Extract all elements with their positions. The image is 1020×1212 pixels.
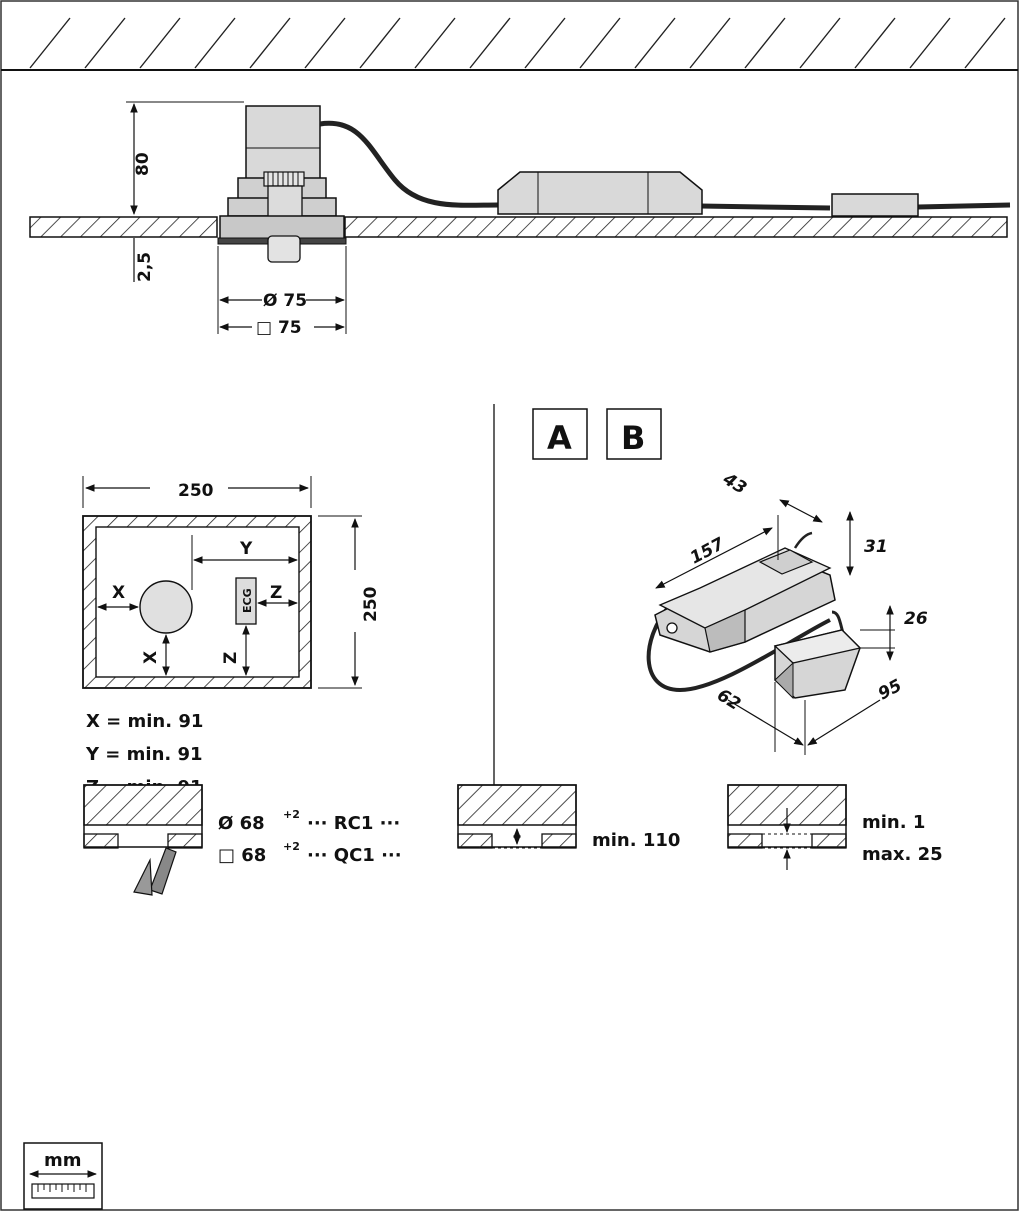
cutout-round-label: Ø 68 xyxy=(218,813,265,834)
diameter-75-label: Ø 75 xyxy=(263,291,307,311)
downlight-luminaire xyxy=(217,105,347,263)
min-depth-label: min. 110 xyxy=(592,830,680,851)
plan-width-label: 250 xyxy=(178,481,214,501)
supply-cable xyxy=(319,120,1011,211)
suspended-ceiling-panel xyxy=(29,216,1008,238)
installation-depth-diagram xyxy=(457,784,577,849)
dim-26-label: 26 xyxy=(904,609,928,629)
ecg-block xyxy=(235,577,257,625)
luminaire-position-circle xyxy=(139,580,193,634)
cutout-saw-diagram xyxy=(83,784,203,896)
min-thickness-label: min. 1 xyxy=(862,812,925,833)
cutout-round-tol: +2 xyxy=(283,808,300,821)
diameter-dimension xyxy=(217,246,347,334)
dim-x-horizontal-label: X xyxy=(112,583,125,603)
mm-ruler-icon xyxy=(23,1142,103,1210)
unit-mm-label: mm xyxy=(44,1150,82,1171)
variant-a-box xyxy=(532,408,588,460)
variant-b-label: B xyxy=(621,419,645,457)
dim-z-vertical-label: Z xyxy=(221,652,241,664)
code-rc1: ··· RC1 ··· xyxy=(307,813,400,834)
note-y: Y = min. 91 xyxy=(85,744,203,765)
height-80-label: 80 xyxy=(133,152,153,176)
note-x: X = min. 91 xyxy=(86,711,203,732)
height-25-label: 2,5 xyxy=(135,252,155,282)
dim-z-horizontal-label: Z xyxy=(270,583,282,603)
terminal-block xyxy=(831,193,919,217)
variant-b-box xyxy=(606,408,662,460)
dim-y-label: Y xyxy=(239,539,253,559)
dim-62-label: 62 xyxy=(713,685,744,715)
placement-plan xyxy=(82,476,362,689)
ceiling-thickness-diagram xyxy=(727,784,847,870)
driver-isometric xyxy=(646,499,895,755)
dim-31-label: 31 xyxy=(864,537,888,557)
height-dimension xyxy=(126,101,244,282)
dim-x-vertical-label: X xyxy=(141,651,161,664)
driver-housing xyxy=(497,171,703,215)
cutout-square-tol: +2 xyxy=(283,840,300,853)
dim-157-label: 157 xyxy=(687,534,728,568)
code-qc1: ··· QC1 ··· xyxy=(307,845,402,866)
plan-height-label: 250 xyxy=(361,586,381,622)
ceiling-slab xyxy=(1,17,1018,71)
square-75-label: □ 75 xyxy=(256,318,302,338)
cutout-square-label: □ 68 xyxy=(218,845,266,866)
max-thickness-label: max. 25 xyxy=(862,844,943,865)
variant-a-label: A xyxy=(547,419,572,457)
ecg-label: ECG xyxy=(241,588,254,613)
dim-43-label: 43 xyxy=(719,469,751,499)
